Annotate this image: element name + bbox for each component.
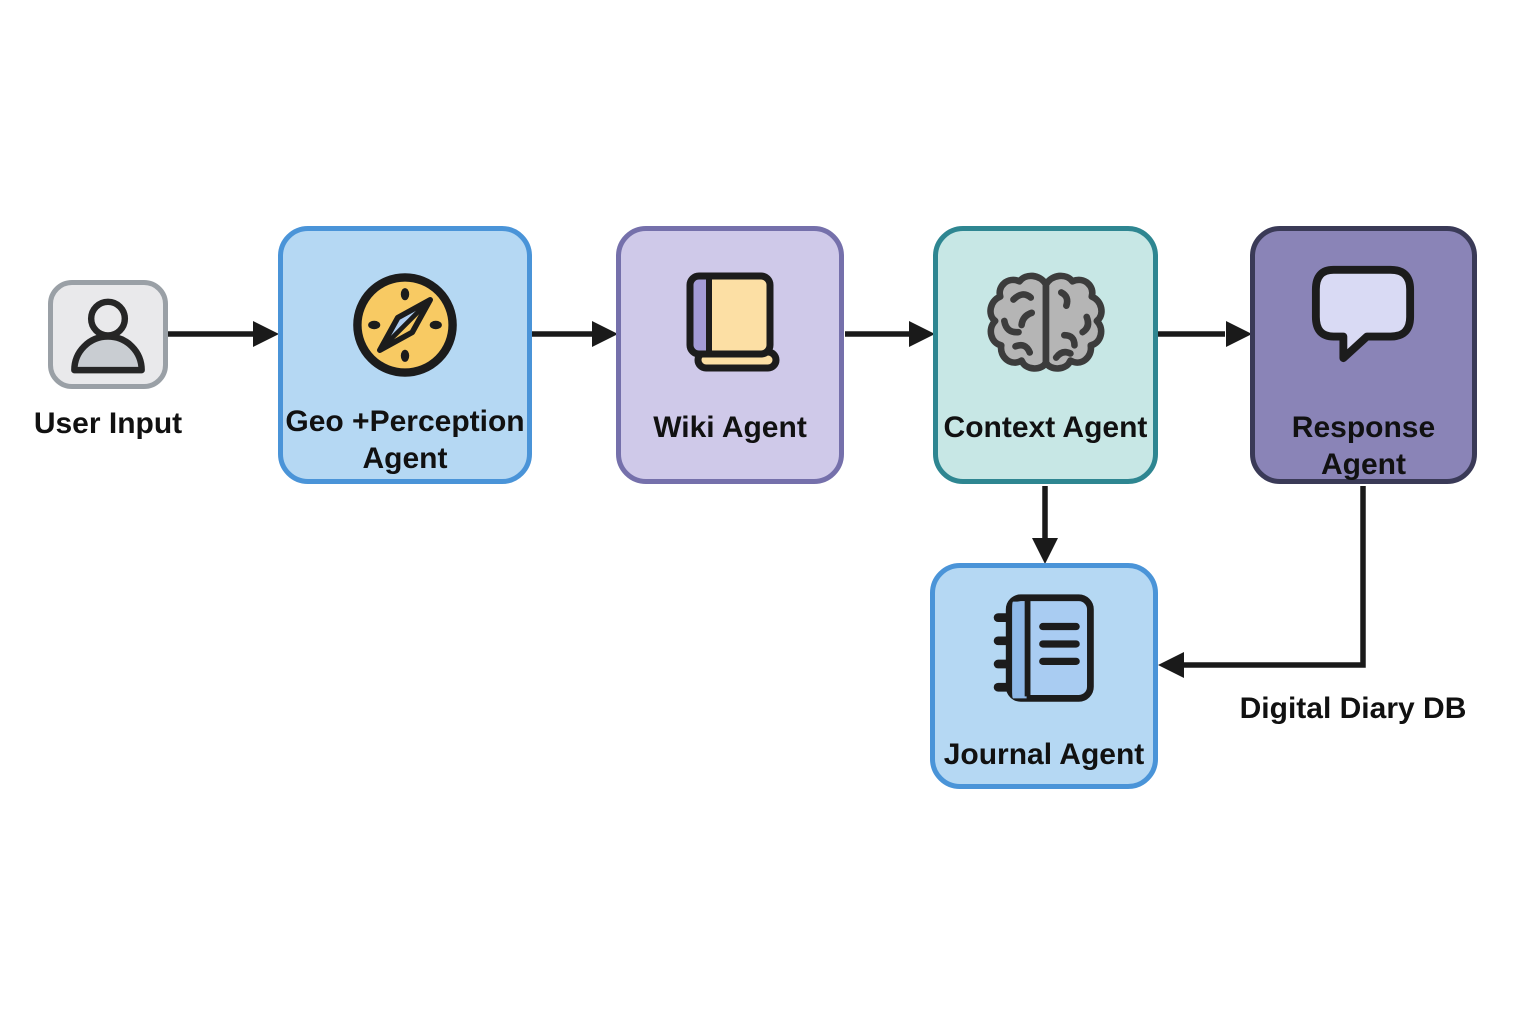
wiki-agent-label: Wiki Agent — [653, 411, 807, 444]
notebook-icon — [993, 594, 1094, 702]
book-icon — [686, 272, 780, 372]
arrowhead — [909, 321, 935, 347]
user-input-label: User Input — [33, 407, 183, 440]
journal-agent-label: Journal Agent — [943, 738, 1145, 771]
node-user-input — [48, 280, 168, 389]
digital-diary-db-label: Digital Diary DB — [1239, 692, 1467, 725]
response-agent-label: Response Agent — [1291, 411, 1436, 481]
node-context-agent: Context Agent — [933, 226, 1158, 484]
brain-icon — [987, 272, 1105, 372]
arrowhead — [253, 321, 279, 347]
geo-perception-agent-label: Geo +Perception Agent — [285, 405, 525, 475]
arrowhead — [1032, 538, 1058, 564]
person-icon — [71, 298, 145, 374]
arrowhead — [592, 321, 618, 347]
node-geo-perception-agent: Geo +Perception Agent — [278, 226, 532, 484]
arrowhead — [1226, 321, 1252, 347]
arrowhead — [1158, 652, 1184, 678]
speech-bubble-icon — [1311, 265, 1415, 363]
compass-icon — [353, 273, 457, 377]
arrow-response-to-journal — [1184, 486, 1366, 668]
node-response-agent: Response Agent — [1250, 226, 1477, 484]
context-agent-label: Context Agent — [943, 411, 1148, 444]
node-journal-agent: Journal Agent — [930, 563, 1158, 789]
node-wiki-agent: Wiki Agent — [616, 226, 844, 484]
